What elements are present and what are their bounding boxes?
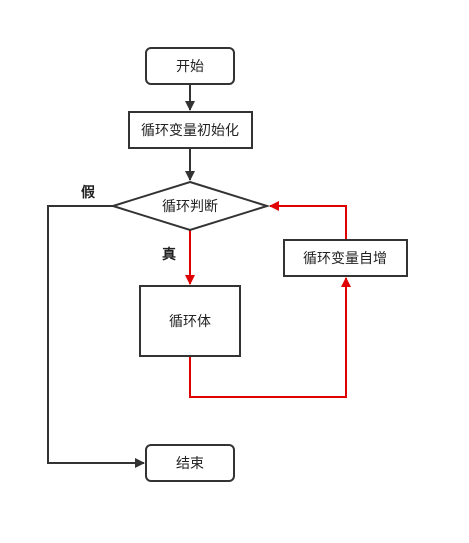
edge-body-to-increment — [189, 277, 351, 398]
true-branch-label: 真 — [162, 246, 176, 263]
increment-node-label: 循环变量自增 — [303, 251, 387, 267]
condition-node-label: 循环判断 — [162, 199, 218, 215]
increment-node — [283, 239, 408, 277]
init-node — [128, 111, 253, 149]
condition-node — [109, 180, 271, 232]
start-node — [145, 47, 235, 85]
edge-condition-false-to-end — [47, 205, 145, 468]
init-node-label: 循环变量初始化 — [141, 122, 239, 139]
edge-increment-to-condition — [269, 201, 347, 240]
start-node-label: 开始 — [176, 59, 204, 75]
body-node — [139, 285, 241, 357]
end-node-label: 结束 — [176, 456, 204, 472]
body-node-label: 循环体 — [169, 314, 211, 330]
false-branch-label: 假 — [81, 184, 96, 201]
end-node — [145, 444, 235, 482]
